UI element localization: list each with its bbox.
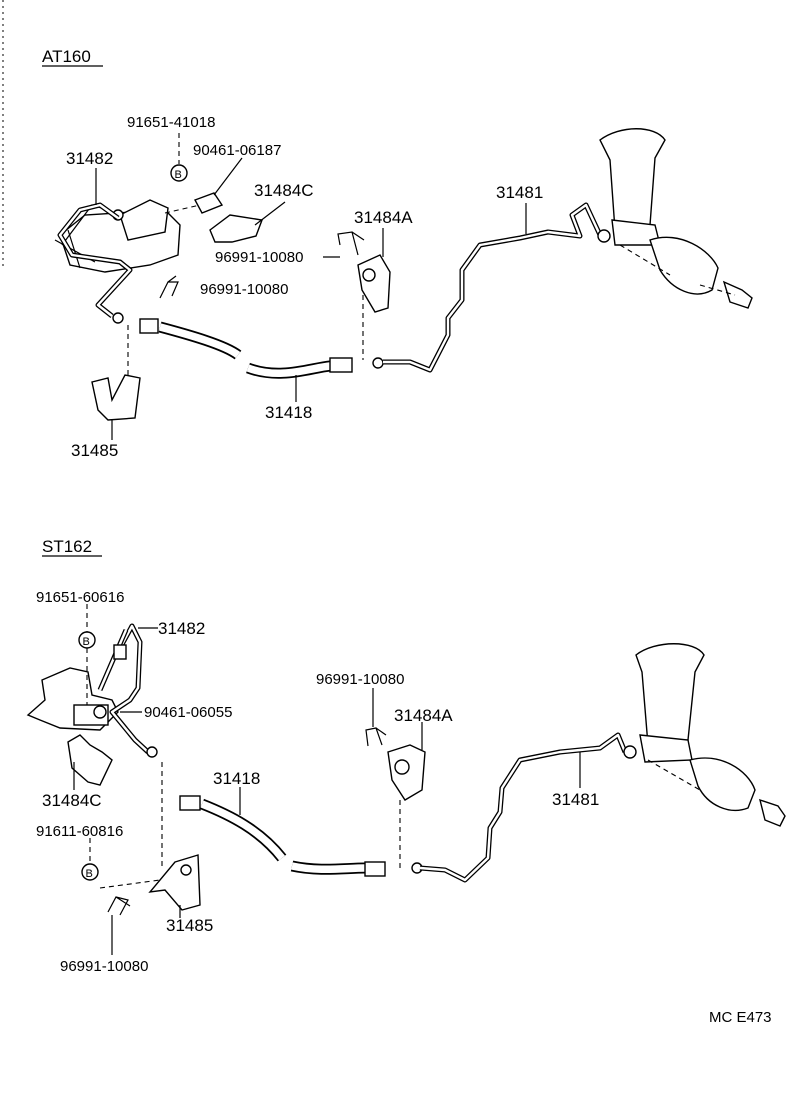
label-31418-bottom: 31418 (213, 769, 260, 788)
nut-plate (194, 192, 224, 214)
label-96991-10080-top-bottom: 96991-10080 (316, 671, 404, 688)
label-91651-60616: 91651-60616 (36, 589, 124, 606)
label-96991-10080-right: 96991-10080 (215, 249, 303, 266)
bracket-31485 (91, 374, 141, 421)
reservoir-top (597, 128, 753, 309)
bracket-31484a (357, 254, 391, 313)
label-90461-06187: 90461-06187 (193, 142, 281, 159)
label-31482-bottom: 31482 (158, 619, 205, 638)
bolt-b-symbol (170, 164, 188, 182)
clip-left (159, 275, 179, 299)
bolt-b-mark-bottom: B (83, 636, 90, 648)
label-31482-top: 31482 (66, 149, 113, 168)
bracket-31484c-bottom (67, 734, 113, 786)
label-31484a-bottom: 31484A (394, 706, 453, 725)
label-31485-bottom: 31485 (166, 916, 213, 935)
label-96991-10080-left: 96991-10080 (200, 281, 288, 298)
label-31484a-top: 31484A (354, 208, 413, 227)
bracket-31485-bottom (148, 854, 201, 911)
clip-bottom (107, 896, 131, 916)
diagram-code: MC E473 (709, 1009, 772, 1026)
reservoir-bottom (623, 643, 786, 827)
label-31484c-bottom: 31484C (42, 791, 102, 810)
section-title-st162: ST162 (42, 537, 92, 556)
clip-top-bottom (365, 727, 387, 747)
bracket-31484c (209, 214, 263, 243)
label-31481-bottom: 31481 (552, 790, 599, 809)
label-91651-41018: 91651-41018 (127, 114, 215, 131)
tube-31481 (383, 202, 603, 373)
label-31418-top: 31418 (265, 403, 312, 422)
label-31484c-top: 31484C (254, 181, 314, 200)
section-title-at160: AT160 (42, 47, 91, 66)
label-96991-10080-bottom: 96991-10080 (60, 958, 148, 975)
clip-right (337, 231, 365, 256)
bolt-b-mark: B (175, 169, 182, 181)
label-90461-06055: 90461-06055 (144, 704, 232, 721)
bolt-b-symbol-lower (81, 863, 99, 881)
section-at160: AT160 B (42, 47, 753, 460)
label-31485-top: 31485 (71, 441, 118, 460)
master-cylinder-bottom (26, 667, 119, 731)
section-st162: ST162 B (26, 537, 786, 975)
label-91611-60816: 91611-60816 (36, 823, 123, 840)
bolt-b-mark-lower: B (86, 868, 93, 880)
label-31481-top: 31481 (496, 183, 543, 202)
